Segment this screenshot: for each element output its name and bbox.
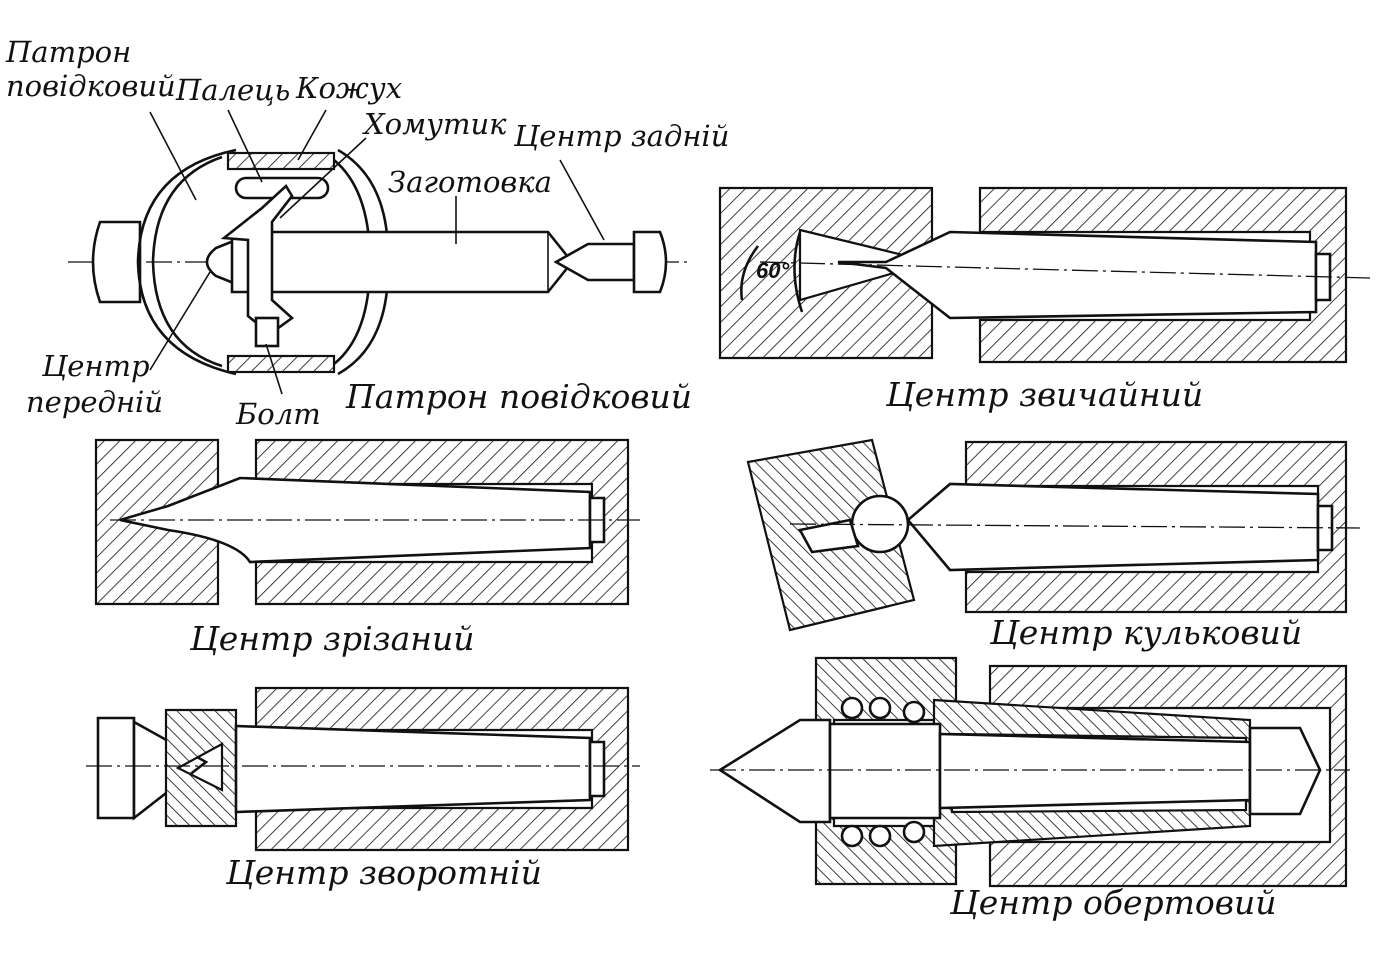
caption-plain-center: Центр звичайний (885, 375, 1203, 414)
label-angle: 60° (756, 258, 789, 283)
reverse-center-shank (234, 724, 592, 814)
caption-drive-chuck: Патрон повідковий (345, 377, 692, 416)
label-workpiece: Заготовка (388, 165, 552, 199)
ball-center-drawing (746, 438, 1361, 632)
label-finger: Палець (175, 73, 290, 107)
rotating-center-cone (717, 718, 832, 824)
drive-chuck-leaders (149, 109, 605, 395)
label-clamp: Хомутик (362, 107, 507, 141)
plain-center-drawing (718, 186, 1371, 364)
caption-rotating-center: Центр обертовий (949, 883, 1277, 922)
rotating-center-drawing (710, 656, 1350, 888)
label-casing: Кожух (295, 71, 402, 105)
label-bolt: Болт (235, 397, 321, 431)
label-front-center-2: передній (26, 385, 163, 419)
tail-center-cone (553, 242, 636, 282)
reverse-center-drawing (86, 686, 640, 852)
workpiece (230, 230, 574, 294)
casing-bottom (226, 354, 336, 374)
drive-chuck-drawing (68, 148, 690, 376)
rotating-center-spindle (938, 732, 1252, 810)
ball-center (906, 482, 1320, 572)
label-front-center: Центр (41, 349, 150, 383)
caption-reverse-center: Центр зворотній (225, 853, 542, 892)
label-chuck-2: повідковий (6, 69, 176, 103)
caption-ball-center: Центр кульковий (989, 613, 1302, 652)
clamp (220, 183, 295, 336)
bolt (254, 316, 280, 348)
cut-center-drawing (94, 438, 640, 606)
tail-center-body (632, 230, 668, 294)
label-chuck: Патрон (5, 35, 131, 69)
caption-cut-center: Центр зрізаний (189, 619, 475, 658)
label-tail-center: Центр задній (513, 119, 729, 153)
casing-top (226, 151, 336, 171)
